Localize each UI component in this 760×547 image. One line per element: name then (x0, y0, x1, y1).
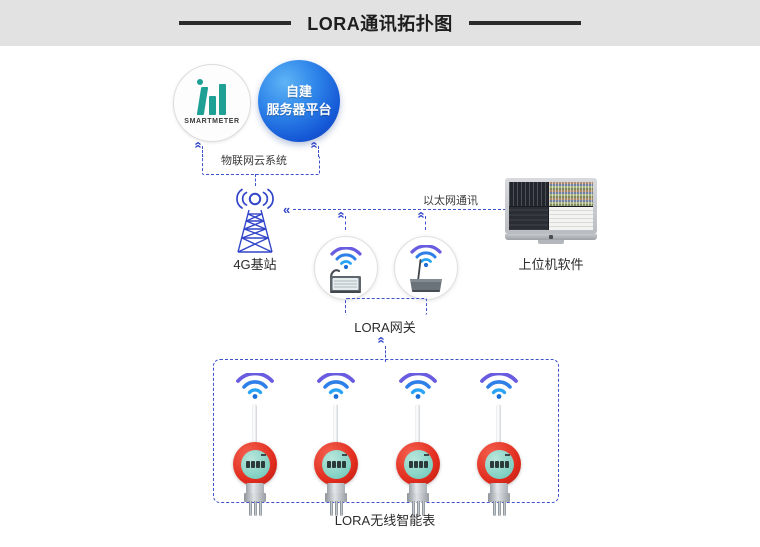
meter-pins (247, 501, 263, 516)
iot-cloud-arrow-left-icon: » (189, 144, 205, 149)
meter-antenna (496, 404, 501, 452)
meter-display (240, 449, 270, 479)
wifi-icon (479, 373, 519, 399)
iot-cloud-link-left-stem (202, 146, 203, 157)
ethernet-link-label: 以太网通讯 (420, 192, 481, 208)
meter-antenna (252, 404, 257, 452)
gateway-left-uplink (345, 216, 346, 230)
wifi-icon (409, 245, 443, 267)
lora-gateway-display-icon (329, 269, 361, 293)
server-platform-line2: 服务器平台 (266, 102, 332, 117)
cell-tower-icon (236, 188, 274, 253)
server-platform-line1: 自建 (285, 84, 312, 100)
meter-pins (491, 501, 507, 516)
iot-cloud-link-right-stem (318, 146, 319, 157)
page-header: LORA通讯拓扑图 (0, 0, 760, 46)
meter-bezel (477, 442, 521, 486)
meters-uplink-arrow-icon: » (372, 339, 388, 344)
meter-pins (410, 501, 426, 516)
meter-neck (409, 483, 427, 495)
meter-hex-nut (244, 493, 266, 502)
topology-diagram: SMARTMETER 自建 服务器平台 » » 物联网云系统 (0, 46, 760, 547)
meter-bezel (314, 442, 358, 486)
monitor-panel-1 (509, 182, 549, 206)
meter-digits (245, 460, 265, 468)
monitor-logo-icon (549, 235, 553, 239)
meter-pins (328, 501, 344, 516)
meter-display (484, 449, 514, 479)
base-station-node (218, 184, 292, 256)
monitor-panel-4 (549, 207, 593, 230)
monitor-screen (509, 182, 593, 230)
meters-uplink-line (385, 346, 386, 362)
gateway-right-uplink-arrow-icon: » (412, 214, 428, 219)
wireless-smart-meter-icon (390, 404, 446, 516)
ethernet-link-line (293, 209, 511, 210)
header-rule-left (179, 21, 292, 25)
lora-gateway-device-1 (314, 236, 378, 300)
host-software-node (505, 178, 597, 244)
meter-neck (327, 483, 345, 495)
meter-indicator (341, 453, 347, 456)
meter-indicator (504, 453, 510, 456)
server-platform-node: 自建 服务器平台 (258, 60, 340, 142)
lora-gateway-router-icon (410, 259, 442, 292)
wireless-smart-meter-icon (471, 404, 527, 516)
meter-display (321, 449, 351, 479)
meter-indicator (423, 453, 429, 456)
monitor-chin (505, 234, 597, 240)
page-title: LORA通讯拓扑图 (307, 14, 453, 34)
meter-hex-nut (488, 493, 510, 502)
header-inner: LORA通讯拓扑图 (179, 10, 581, 36)
meter-indicator (260, 453, 266, 456)
host-software-label: 上位机软件 (518, 257, 584, 272)
logo-dot-icon (197, 79, 203, 85)
iot-cloud-arrow-right-icon: » (305, 144, 321, 149)
meter-antenna (415, 404, 420, 452)
bar-chart-logo-icon (196, 79, 226, 115)
iot-cloud-link-label: 物联网云系统 (218, 152, 290, 168)
meters-group-label: LORA无线智能表 (334, 513, 436, 528)
monitor-panel-2 (549, 182, 593, 206)
meter-neck (246, 483, 264, 495)
wireless-smart-meter-icon (308, 404, 364, 516)
meter-digits (489, 460, 509, 468)
monitor-panel-3 (509, 207, 549, 230)
wifi-icon (316, 373, 356, 399)
meter-hex-nut (325, 493, 347, 502)
meters-group-box (213, 359, 559, 503)
meter-neck (490, 483, 508, 495)
meter-digits (408, 460, 428, 468)
cloud-to-tower-connector (255, 174, 256, 186)
meter-digits (326, 460, 346, 468)
lora-gateway-device-2 (394, 236, 458, 300)
meter-hex-nut (407, 493, 429, 502)
meter-antenna (333, 404, 338, 452)
wifi-icon (329, 247, 363, 269)
wifi-icon (398, 373, 438, 399)
gateway-group-bracket (345, 298, 427, 315)
wireless-smart-meter-icon (227, 404, 283, 516)
gateway-label: LORA网关 (354, 320, 416, 335)
meter-display (403, 449, 433, 479)
base-station-label: 4G基站 (233, 257, 277, 272)
meter-bezel (233, 442, 277, 486)
ethernet-arrow-left-icon: « (283, 202, 290, 217)
monitor-stand (538, 240, 564, 244)
meter-bezel (396, 442, 440, 486)
smartmeter-logo-node: SMARTMETER (173, 64, 251, 142)
gateway-right-uplink (425, 216, 426, 230)
wifi-icon (235, 373, 275, 399)
smartmeter-logo-label: SMARTMETER (184, 117, 240, 125)
header-rule-right (468, 21, 581, 25)
gateway-left-uplink-arrow-icon: » (332, 214, 348, 219)
iot-cloud-link-box (202, 156, 320, 175)
desktop-monitor-icon (505, 178, 597, 234)
